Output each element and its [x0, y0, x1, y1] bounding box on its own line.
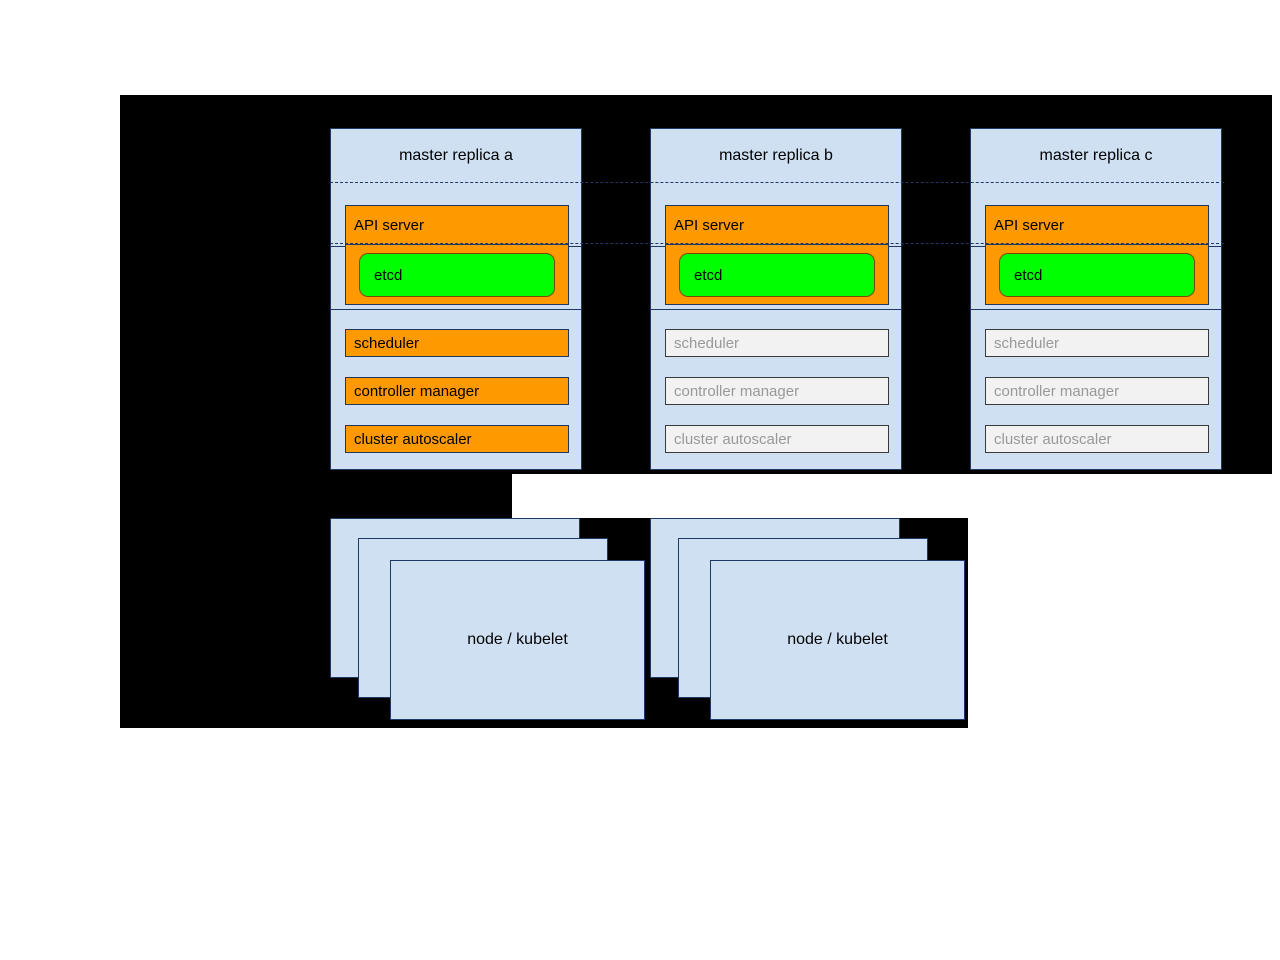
separator-dashed-lower — [330, 243, 1224, 244]
backdrop-plate-left-notch — [120, 475, 512, 519]
master-replica-c[interactable]: master replica c API server etcd schedul… — [970, 128, 1222, 470]
api-server-box[interactable]: API server — [665, 205, 889, 245]
controller-manager-box[interactable]: controller manager — [985, 377, 1209, 405]
replica-title: master replica a — [399, 147, 513, 164]
replica-title: master replica b — [719, 147, 833, 164]
node-group-1[interactable]: node / kubelet — [330, 518, 645, 720]
control-plane-rail-bottom — [330, 309, 582, 310]
replica-title: master replica c — [1039, 147, 1153, 164]
api-server-box[interactable]: API server — [345, 205, 569, 245]
cluster-autoscaler-box[interactable]: cluster autoscaler — [345, 425, 569, 453]
master-replica-b[interactable]: master replica b API server etcd schedul… — [650, 128, 902, 470]
api-server-box[interactable]: API server — [985, 205, 1209, 245]
scheduler-box[interactable]: scheduler — [345, 329, 569, 357]
etcd-box[interactable]: etcd — [679, 253, 875, 297]
node-kubelet-card[interactable]: node / kubelet — [710, 560, 965, 720]
cluster-autoscaler-box[interactable]: cluster autoscaler — [985, 425, 1209, 453]
controller-manager-box[interactable]: controller manager — [345, 377, 569, 405]
separator-dashed-upper — [330, 182, 1224, 183]
scheduler-box[interactable]: scheduler — [985, 329, 1209, 357]
control-plane-rail-bottom — [650, 309, 902, 310]
node-group-2[interactable]: node / kubelet — [650, 518, 965, 720]
cluster-autoscaler-box[interactable]: cluster autoscaler — [665, 425, 889, 453]
backdrop-white-notch — [512, 474, 1280, 518]
controller-manager-box[interactable]: controller manager — [665, 377, 889, 405]
master-replica-a[interactable]: master replica a API server etcd schedul… — [330, 128, 582, 470]
etcd-box[interactable]: etcd — [359, 253, 555, 297]
scheduler-box[interactable]: scheduler — [665, 329, 889, 357]
control-plane-rail-bottom — [970, 309, 1222, 310]
etcd-box[interactable]: etcd — [999, 253, 1195, 297]
node-kubelet-card[interactable]: node / kubelet — [390, 560, 645, 720]
